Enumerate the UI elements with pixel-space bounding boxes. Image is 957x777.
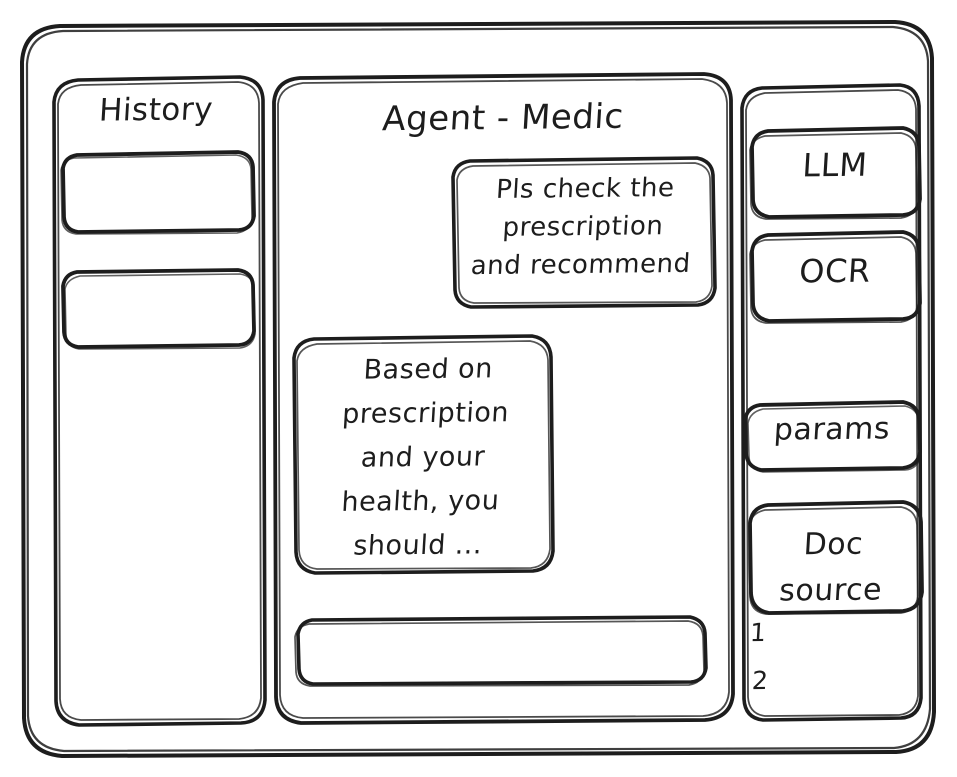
- user-message-text: Pls check the prescription and recommend: [469, 173, 692, 282]
- tool-button-params-label: params: [772, 411, 892, 448]
- history-item[interactable]: [62, 270, 255, 350]
- doc-source-list-item[interactable]: 2: [751, 665, 770, 696]
- doc-source-list-item[interactable]: 1: [749, 617, 768, 648]
- message-composer-input[interactable]: [295, 617, 706, 686]
- tool-button-llm-label: LLM: [801, 145, 869, 185]
- assistant-message-text: Based on prescription and your health, y…: [340, 353, 510, 562]
- tool-button-ocr-label: OCR: [798, 251, 872, 291]
- history-panel-title: History: [97, 91, 214, 129]
- history-item[interactable]: [62, 152, 255, 234]
- agent-panel-title: Agent - Medic: [381, 96, 625, 140]
- tool-button-doc-source-label: Doc source: [778, 526, 884, 609]
